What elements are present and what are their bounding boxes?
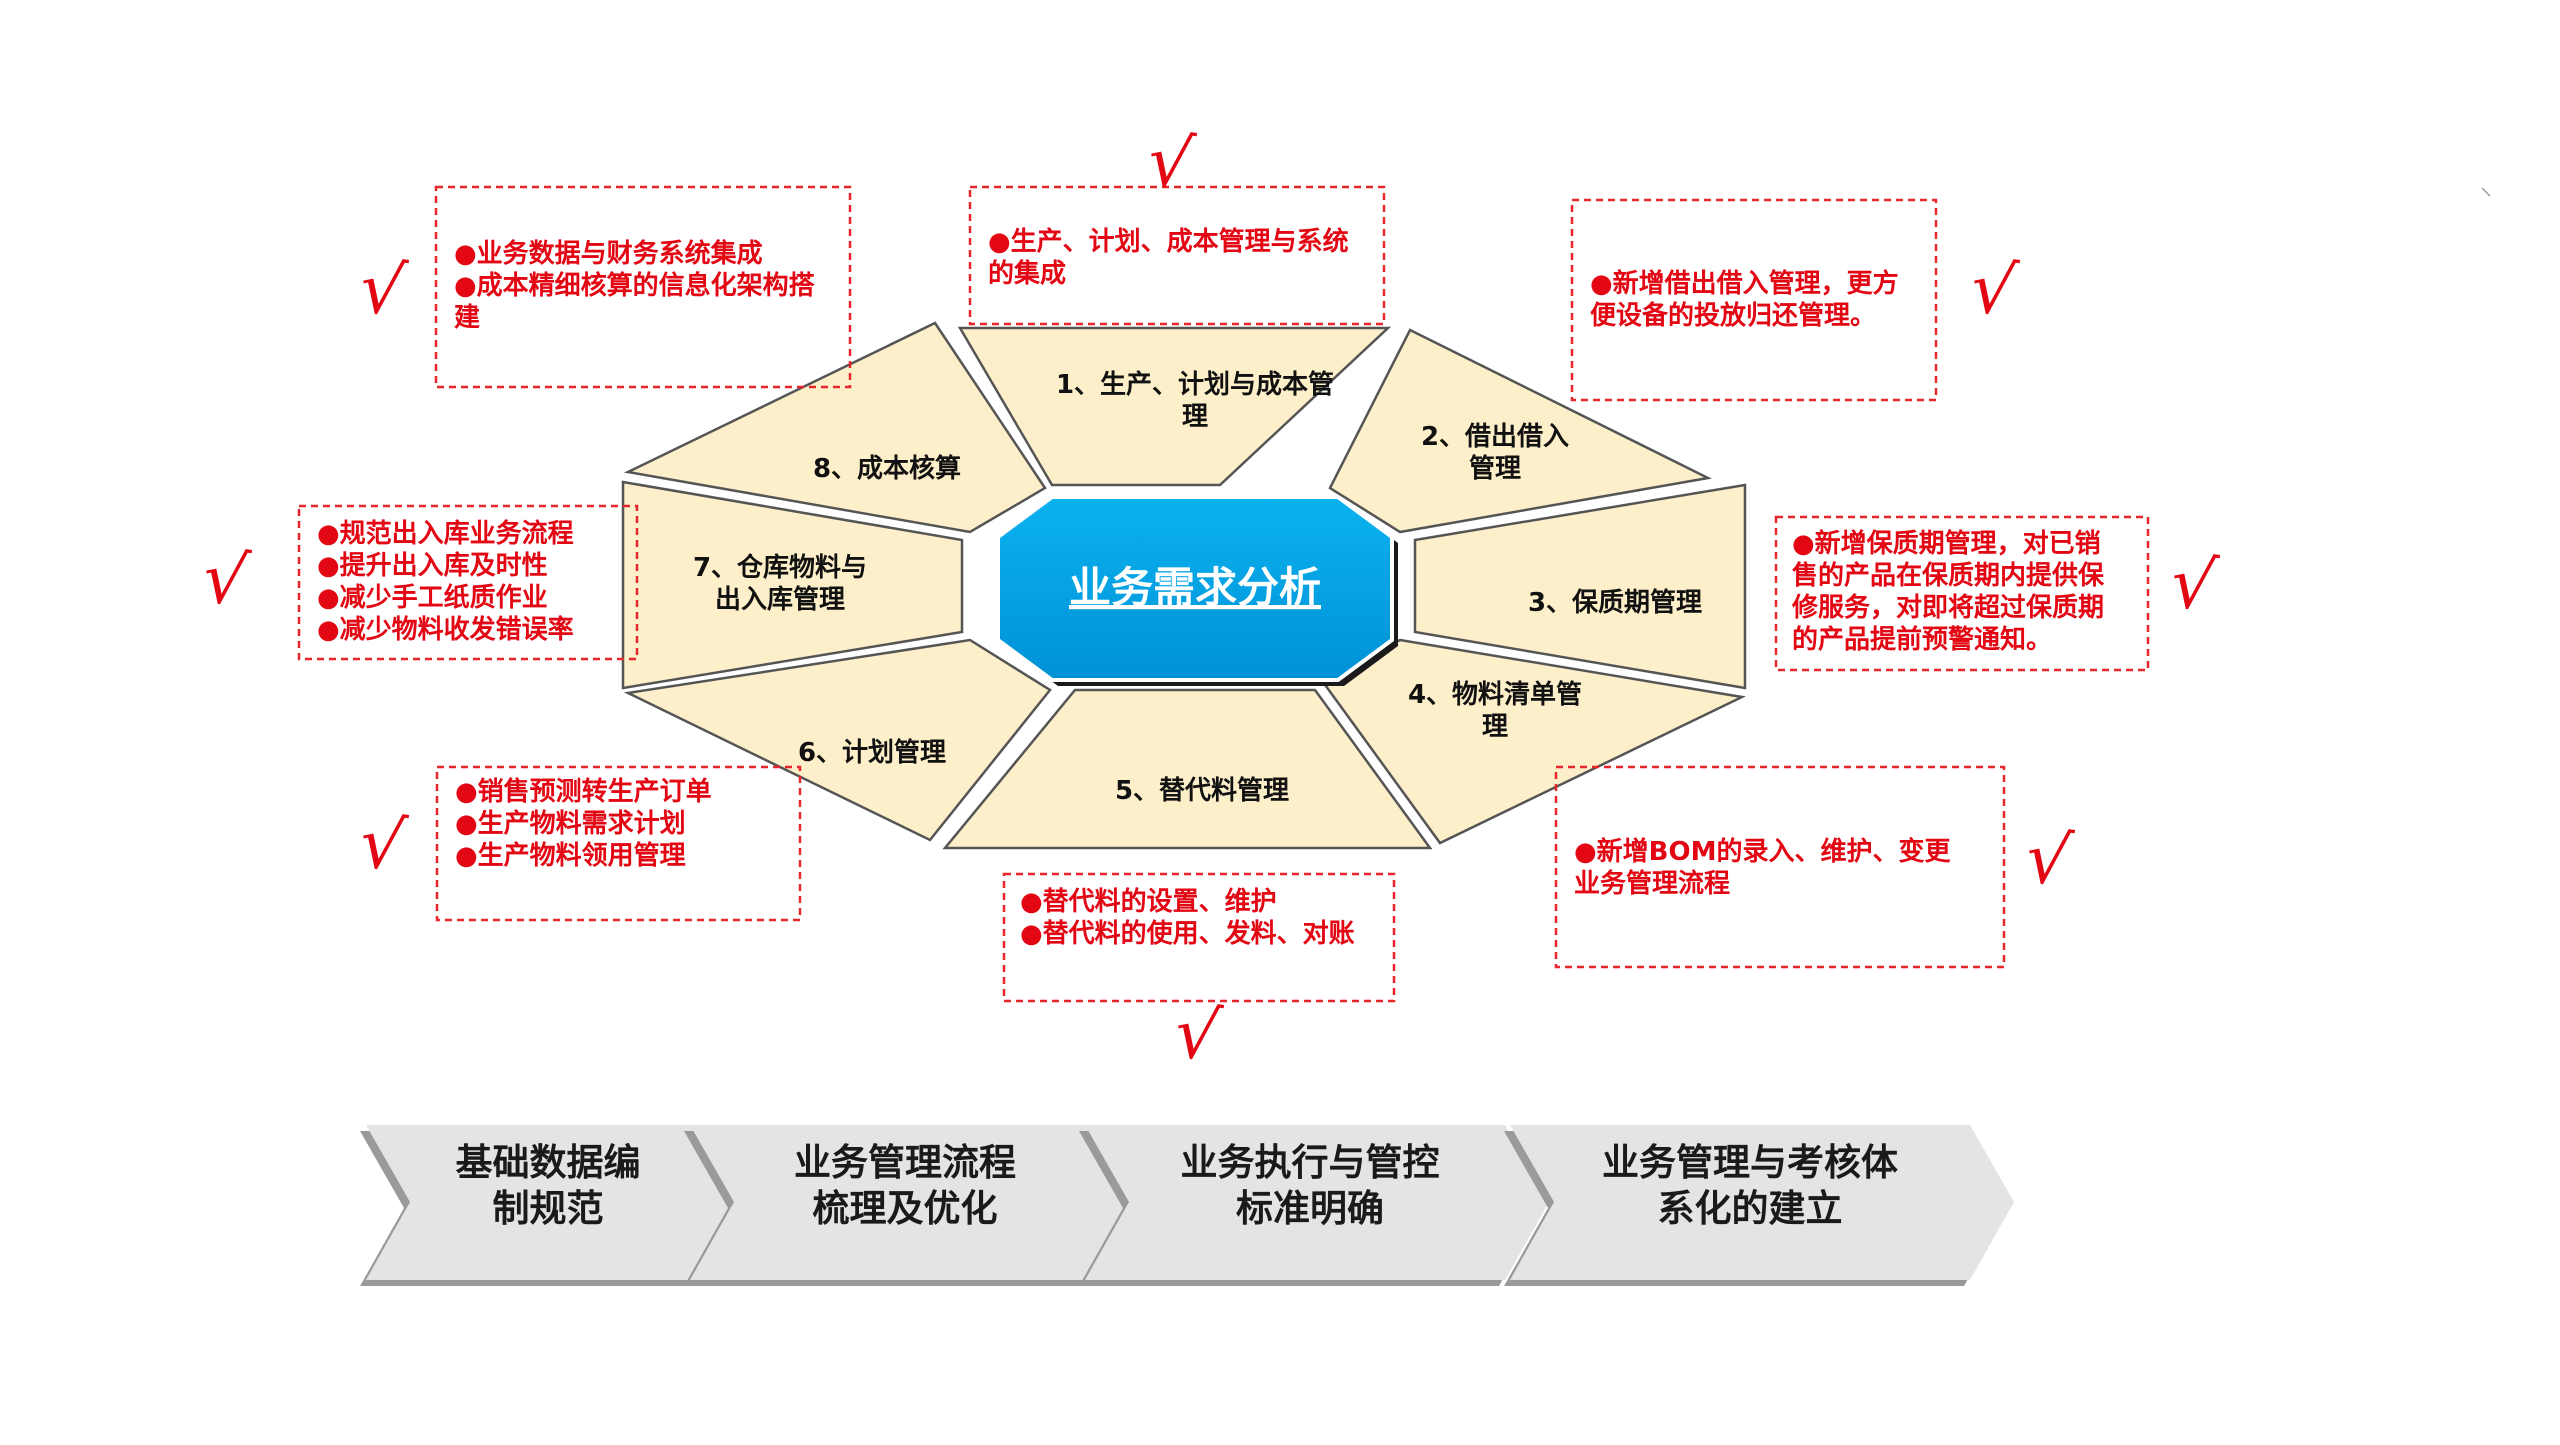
segment-warehouse-inbound-outbound <box>621 480 964 690</box>
process-step-3 <box>1079 1125 1549 1286</box>
note-warehouse-line-3: ●减少手工纸质作业 <box>317 582 548 613</box>
note-warehouse-line-2: ●提升出入库及时性 <box>317 551 548 581</box>
note-substitute-line-2: ●替代料的使用、发料、对账 <box>1020 918 1355 949</box>
center-node: 业务需求分析 <box>996 495 1398 686</box>
process-step-2 <box>684 1125 1144 1286</box>
segment-label-bill-of-materials-line-1: 4、物料清单管 <box>1408 680 1582 710</box>
process-step-2-label-line-2: 梳理及优化 <box>813 1187 998 1230</box>
process-step-3-label-line-1: 业务执行与管控 <box>1181 1141 1440 1184</box>
segment-label-cost-accounting-line-1: 8、成本核算 <box>813 453 961 484</box>
note-bom-line-1: ●新增BOM的录入、维护、变更 <box>1574 836 1951 867</box>
note-box-cost-accounting <box>434 185 852 389</box>
note-box-substitute <box>1002 872 1396 1003</box>
note-shelf-life-line-3: 修服务，对即将超过保质期 <box>1791 592 2104 623</box>
segment-substitute-materials <box>942 688 1433 850</box>
process-step-4 <box>1504 1125 2014 1286</box>
segment-label-bill-of-materials-line-2: 理 <box>1482 712 1508 742</box>
note-bom-line-2: 业务管理流程 <box>1574 869 1730 899</box>
note-lending-line-2: 便设备的投放归还管理。 <box>1590 300 1876 331</box>
segment-lending-borrowing <box>1328 328 1712 534</box>
segment-label-warehouse-inbound-outbound-line-1: 7、仓库物料与 <box>693 552 867 583</box>
checkmark-icon: √ <box>355 801 411 888</box>
process-step-4-label-line-2: 系化的建立 <box>1658 1187 1843 1230</box>
center-title: 业务需求分析 <box>1069 563 1321 612</box>
note-shelf-life-line-2: 售的产品在保质期内提供保 <box>1792 560 2105 591</box>
segment-label-lending-borrowing-line-2: 管理 <box>1469 454 1521 484</box>
process-step-1-label-line-1: 基础数据编 <box>456 1141 641 1184</box>
segment-label-planning-line-1: 6、计划管理 <box>798 738 946 768</box>
note-lending-line-1: ●新增借出借入管理，更方 <box>1590 268 1899 299</box>
process-step-1 <box>360 1125 750 1286</box>
note-cost-accounting-line-2: ●成本精细核算的信息化架构搭 <box>454 270 816 301</box>
segment-cost-accounting <box>623 321 1047 534</box>
note-warehouse-line-1: ●规范出入库业务流程 <box>317 519 574 549</box>
segment-ring <box>621 321 1747 850</box>
segment-label-production-planning-cost-line-2: 理 <box>1182 402 1208 432</box>
decorative-tick <box>2481 187 2491 197</box>
checkmark-icon: √ <box>2021 816 2077 903</box>
note-production-line-2: 的集成 <box>988 258 1066 289</box>
note-box-planning <box>435 765 802 922</box>
process-step-1-label-line-2: 制规范 <box>493 1187 604 1230</box>
process-step-2-label-line-1: 业务管理流程 <box>794 1141 1016 1184</box>
note-planning-line-1: ●销售预测转生产订单 <box>455 776 712 807</box>
note-shelf-life-line-4: 的产品提前预警通知。 <box>1792 624 2052 655</box>
note-production-line-1: ●生产、计划、成本管理与系统 <box>988 226 1349 257</box>
note-warehouse-line-4: ●减少物料收发错误率 <box>317 614 574 645</box>
checkmark-icon: √ <box>198 536 254 623</box>
note-planning-line-2: ●生产物料需求计划 <box>455 809 686 839</box>
segment-planning <box>623 638 1052 842</box>
note-planning-line-3: ●生产物料领用管理 <box>455 840 686 871</box>
checkmark-icon: √ <box>1170 991 1226 1078</box>
note-box-bom <box>1554 765 2006 969</box>
note-cost-accounting-line-3: 建 <box>454 303 480 333</box>
checkmark-icon: √ <box>2166 541 2222 628</box>
checkmark-icon: √ <box>1143 119 1199 206</box>
segment-label-warehouse-inbound-outbound-line-2: 出入库管理 <box>715 585 845 615</box>
note-shelf-life-line-1: ●新增保质期管理，对已销 <box>1792 528 2101 559</box>
note-cost-accounting-line-1: ●业务数据与财务系统集成 <box>454 238 763 269</box>
note-box-warehouse <box>297 504 639 661</box>
note-box-production <box>968 185 1386 326</box>
segment-label-production-planning-cost-line-1: 1、生产、计划与成本管 <box>1056 370 1334 400</box>
segment-label-substitute-materials-line-1: 5、替代料管理 <box>1115 776 1289 806</box>
note-box-shelf-life <box>1774 515 2150 672</box>
note-substitute-line-1: ●替代料的设置、维护 <box>1020 886 1277 917</box>
segment-production-planning-cost <box>957 326 1392 487</box>
segment-label-shelf-life-line-1: 3、保质期管理 <box>1528 588 1702 618</box>
checkmark-icon: √ <box>1966 246 2022 333</box>
segment-labels: 1、生产、计划与成本管理2、借出借入管理3、保质期管理4、物料清单管理5、替代料… <box>693 370 1702 806</box>
note-box-lending <box>1570 198 1938 402</box>
segment-label-lending-borrowing-line-1: 2、借出借入 <box>1421 422 1569 452</box>
segment-shelf-life <box>1413 483 1747 690</box>
checkmark-icon: √ <box>355 246 411 333</box>
process-step-3-label-line-2: 标准明确 <box>1236 1187 1384 1230</box>
process-step-4-label-line-1: 业务管理与考核体 <box>1602 1141 1898 1184</box>
